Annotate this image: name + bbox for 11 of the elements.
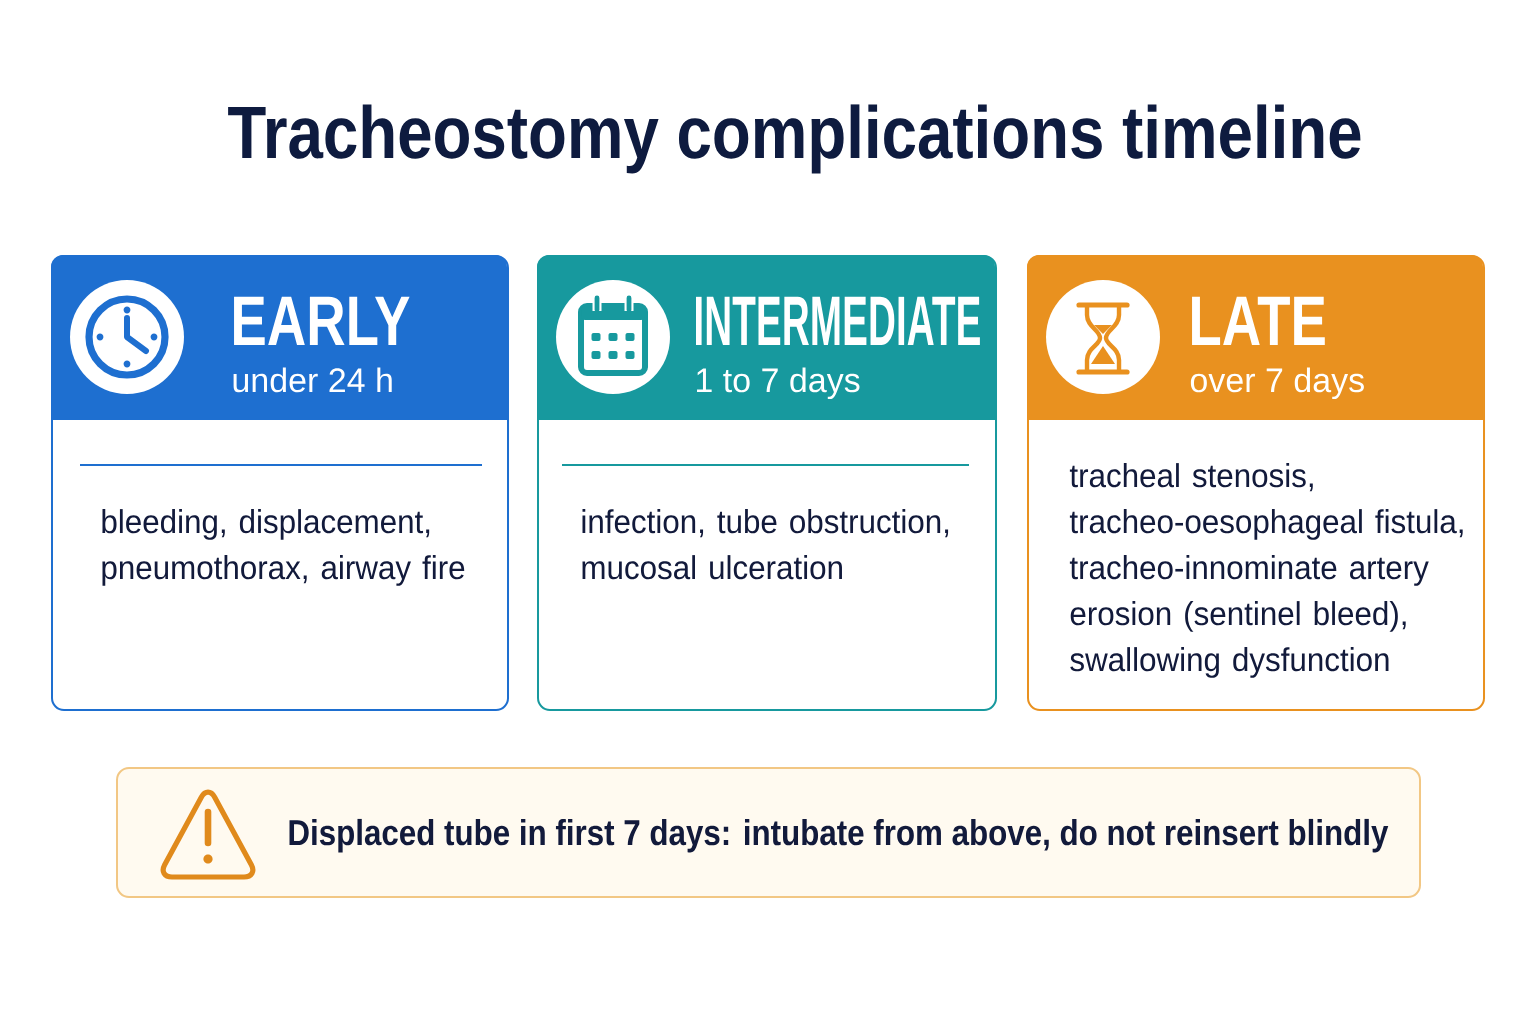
complication-list: infection, tube obstruction, mucosal ulceration (582, 509, 949, 580)
warning-banner: Displaced tube in first 7 days: intubate from above, do not reinsert blindly (116, 767, 1421, 898)
time-range: 1 to 7 days (697, 367, 860, 400)
phase-heading: EARLY (234, 296, 410, 345)
phase-heading: LATE (1192, 296, 1325, 345)
complication-list: tracheal stenosis, tracheo-oesophageal fistula, tracheo-innominate artery erosion (sentinel bleed), swallowing dysfunction (1069, 463, 1463, 678)
phase-heading: INTERMEDIATE (696, 296, 980, 345)
time-range: over 7 days (1190, 367, 1364, 400)
title: Tracheostomy complications timeline (228, 104, 1361, 174)
complication-list: bleeding, displacement, pneumothorax, airway fire (102, 509, 465, 586)
time-range: under 24 h (233, 367, 392, 393)
